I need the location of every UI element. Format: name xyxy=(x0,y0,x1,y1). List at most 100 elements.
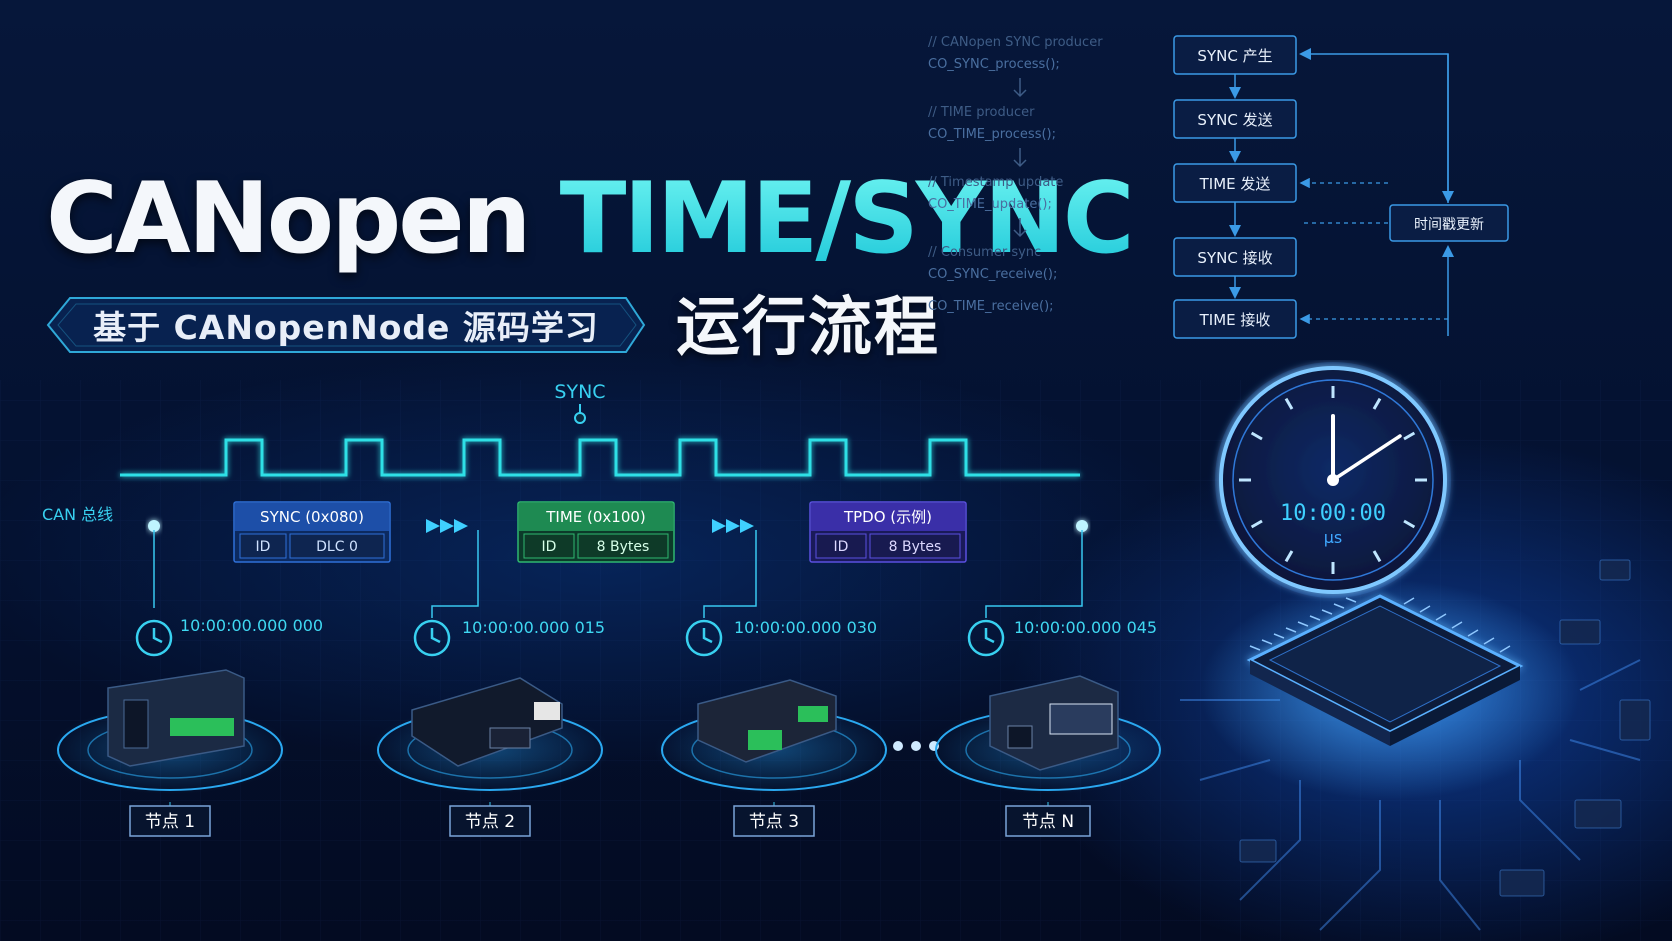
node-3: 10:00:00.000 030 节点 3 xyxy=(654,618,894,837)
clock-and-chip: 10:00:00 μs xyxy=(1200,362,1580,800)
bus-drop xyxy=(985,530,1083,618)
flow-diagram: SYNC 产生 SYNC 发送 TIME 发送 SYNC 接收 TIME 接收 … xyxy=(1173,35,1509,339)
code-call: CO_TIME_receive(); xyxy=(928,299,1054,314)
frame-time-field xyxy=(577,533,669,559)
clock-tick xyxy=(1403,431,1416,441)
frame-tpdo-field xyxy=(869,533,961,559)
subtitle-text: 基于 CANopenNode 源码学习 xyxy=(93,308,599,347)
clock-tick xyxy=(1284,550,1294,563)
clock-icon xyxy=(135,619,173,657)
node-device xyxy=(697,679,837,763)
node-timestamp: 10:00:00.000 045 xyxy=(1014,618,1157,637)
frame-sync-field xyxy=(289,533,385,559)
node-1: 10:00:00.000 000 节点 1 xyxy=(50,616,323,837)
nodes-row: 10:00:00.000 000 节点 1 10:00:00.000 015 节… xyxy=(50,616,1168,837)
node-timestamp: 10:00:00.000 030 xyxy=(734,618,877,637)
clock-tick xyxy=(1250,431,1263,441)
node-label: 节点 3 xyxy=(749,812,799,832)
can-bus-diagram: SYNC CAN 总线 SYNC (0x080) ID DLC 0 xyxy=(42,381,1150,618)
bus-drop xyxy=(703,530,757,618)
clock-tick xyxy=(1372,397,1382,410)
flow-side-label: 时间戳更新 xyxy=(1414,217,1484,233)
flow-box-timestamp-update xyxy=(1389,204,1509,242)
node-device xyxy=(411,677,563,767)
flow-step-label: SYNC 发送 xyxy=(1197,111,1272,129)
frame-sync-field-id: ID xyxy=(256,539,271,555)
title-chinese: 运行流程 xyxy=(676,291,940,365)
main-title: CANopen TIME/SYNC xyxy=(46,170,1135,268)
clock-icon xyxy=(413,619,451,657)
frame-tpdo-header xyxy=(811,503,965,531)
node-n: 10:00:00.000 045 节点 N xyxy=(928,618,1168,837)
bus-chevron xyxy=(712,519,754,533)
clock-tick xyxy=(1250,519,1263,529)
clock-digital-time: 10:00:00 xyxy=(1280,501,1386,526)
frame-time-header xyxy=(519,503,673,531)
can-bus-label: CAN 总线 xyxy=(42,505,113,524)
clock-ticks xyxy=(1239,386,1427,574)
title-time-sync: TIME/SYNC xyxy=(559,162,1135,276)
flow-box-sync-receive xyxy=(1173,237,1297,277)
chip-pins xyxy=(1249,597,1357,651)
node-label: 节点 N xyxy=(1022,812,1074,832)
node-label-box xyxy=(129,805,211,837)
sync-marker-dot xyxy=(574,412,586,424)
code-arrow xyxy=(1013,78,1027,98)
clock-minute-hand xyxy=(1331,434,1402,482)
flow-box-sync-produce xyxy=(1173,35,1297,75)
frame-time-field xyxy=(523,533,575,559)
code-comment: // CANopen SYNC producer xyxy=(928,35,1103,50)
flow-box-sync-send xyxy=(1173,99,1297,139)
bus-chevron xyxy=(426,519,468,533)
code-comment: // Timestamp update xyxy=(928,175,1063,190)
clock-icon xyxy=(967,619,1005,657)
node-timestamp: 10:00:00.000 000 xyxy=(180,616,323,635)
code-call: CO_SYNC_process(); xyxy=(928,57,1060,72)
bus-endpoint xyxy=(148,520,160,532)
sync-label: SYNC xyxy=(554,381,605,403)
frame-tpdo-title: TPDO (示例) xyxy=(843,508,932,526)
node-label: 节点 1 xyxy=(145,812,195,832)
node-2: 10:00:00.000 015 节点 2 xyxy=(370,618,610,837)
flow-step-label: TIME 发送 xyxy=(1199,175,1271,193)
code-call: CO_TIME_update(); xyxy=(928,197,1052,212)
clock-icon xyxy=(685,619,723,657)
clock-tick xyxy=(1284,397,1294,410)
node-label-box xyxy=(1005,805,1091,837)
code-call: CO_TIME_process(); xyxy=(928,127,1056,142)
frame-time-field-data: 8 Bytes xyxy=(597,539,650,555)
flow-step-label: SYNC 产生 xyxy=(1197,47,1272,65)
bus-endpoint xyxy=(1076,520,1088,532)
code-arrow xyxy=(1013,218,1027,238)
node-label-box xyxy=(449,805,531,837)
frame-tpdo-field-data: 8 Bytes xyxy=(889,539,942,555)
frame-time-title: TIME (0x100) xyxy=(545,508,646,526)
frame-sync-header xyxy=(235,503,389,531)
bus-drop xyxy=(431,530,479,618)
frame-sync-title: SYNC (0x080) xyxy=(260,508,364,526)
subtitle-frame xyxy=(46,297,646,353)
code-call: CO_SYNC_receive(); xyxy=(928,267,1057,282)
flow-box-time-send xyxy=(1173,163,1297,203)
clock-unit: μs xyxy=(1324,528,1343,547)
clock-tick xyxy=(1403,519,1416,529)
node-label-box xyxy=(733,805,815,837)
code-arrow xyxy=(1013,148,1027,168)
sync-waveform xyxy=(120,438,1080,477)
clock-tick xyxy=(1372,550,1382,563)
frame-tpdo-field-id: ID xyxy=(834,539,849,555)
code-snippet: // CANopen SYNC producer CO_SYNC_process… xyxy=(928,35,1103,314)
flow-step-label: SYNC 接收 xyxy=(1197,249,1272,267)
code-comment: // Consumer sync xyxy=(928,245,1041,260)
frame-tpdo-field xyxy=(815,533,867,559)
flow-box-time-receive xyxy=(1173,299,1297,339)
title-canopen: CANopen xyxy=(46,162,531,276)
frame-sync-field xyxy=(239,533,287,559)
node-timestamp: 10:00:00.000 015 xyxy=(462,618,605,637)
subtitle-banner: 基于 CANopenNode 源码学习 xyxy=(46,296,646,354)
flow-step-label: TIME 接收 xyxy=(1199,311,1271,329)
node-label: 节点 2 xyxy=(465,812,515,832)
chip-pins xyxy=(1403,597,1511,653)
frame-sync-field-dlc: DLC 0 xyxy=(316,539,358,555)
